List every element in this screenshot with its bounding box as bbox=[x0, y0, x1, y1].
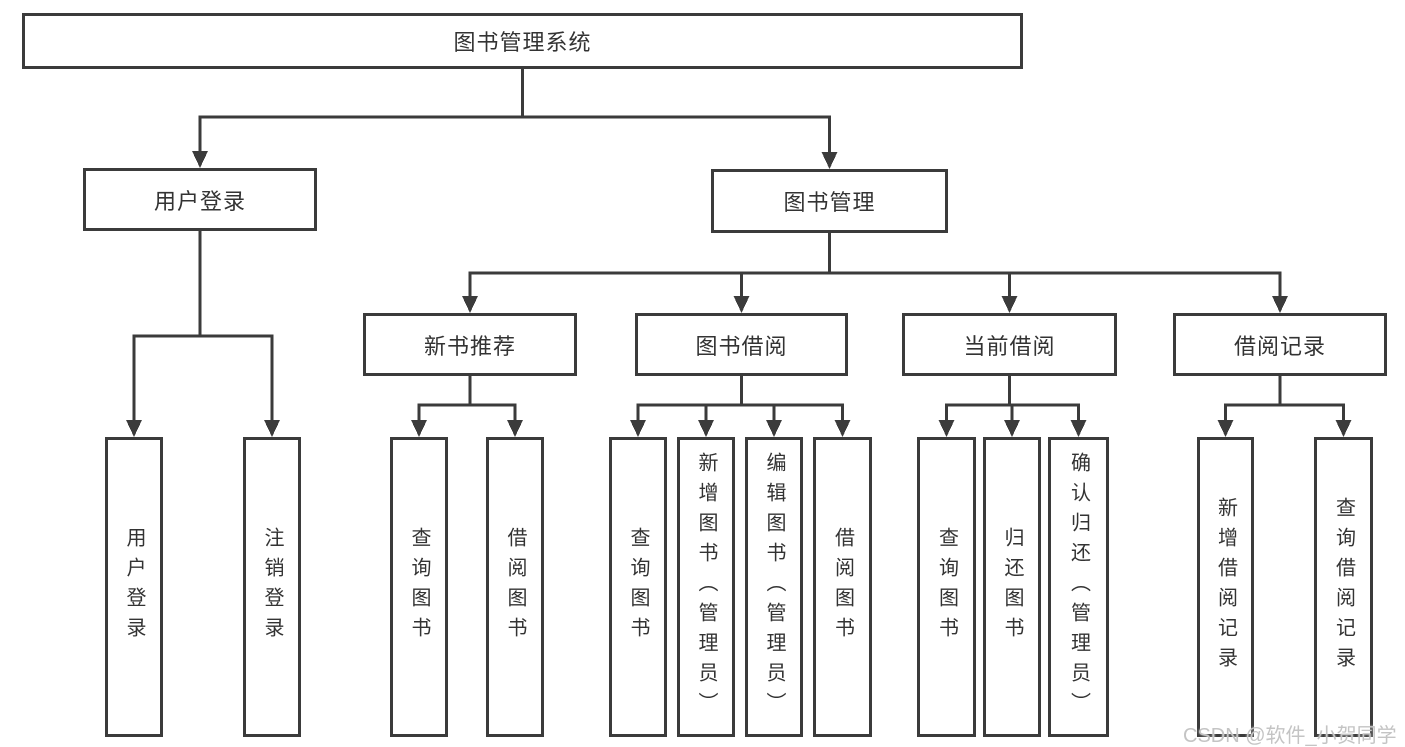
leaf-query-books-recommend: 查询图书 bbox=[390, 437, 448, 737]
leaf-edit-books-admin-label: 编辑图书（管理员） bbox=[763, 452, 785, 722]
leaf-query-borrow-record-label: 查询借阅记录 bbox=[1332, 497, 1355, 677]
leaf-return-books: 归还图书 bbox=[983, 437, 1041, 737]
leaf-query-books-current: 查询图书 bbox=[917, 437, 976, 737]
node-user-login-label: 用户登录 bbox=[153, 188, 246, 214]
leaf-query-books-borrowing-label: 查询图书 bbox=[627, 527, 649, 647]
node-current-borrowing-label: 当前借阅 bbox=[963, 333, 1056, 359]
leaf-query-books-recommend-label: 查询图书 bbox=[408, 527, 430, 647]
node-new-book-recommend-label: 新书推荐 bbox=[423, 333, 516, 359]
leaf-borrow-books-recommend: 借阅图书 bbox=[486, 437, 544, 737]
leaf-add-books-admin: 新增图书（管理员） bbox=[677, 437, 735, 737]
leaf-return-books-label: 归还图书 bbox=[1001, 527, 1023, 647]
node-borrowing-records-label: 借阅记录 bbox=[1233, 333, 1326, 359]
leaf-user-login-label: 用户登录 bbox=[123, 527, 145, 647]
leaf-query-borrow-record: 查询借阅记录 bbox=[1314, 437, 1373, 737]
node-book-borrowing: 图书借阅 bbox=[635, 313, 848, 376]
node-book-management: 图书管理 bbox=[711, 169, 948, 233]
node-library-system-label: 图书管理系统 bbox=[453, 30, 592, 55]
leaf-logout: 注销登录 bbox=[243, 437, 301, 737]
node-user-login: 用户登录 bbox=[83, 168, 317, 231]
leaf-confirm-return-admin: 确认归还（管理员） bbox=[1048, 437, 1109, 737]
leaf-borrow-books-label: 借阅图书 bbox=[831, 527, 854, 647]
csdn-watermark: CSDN @软件_小贺同学 bbox=[1183, 725, 1397, 747]
arrowheads bbox=[126, 151, 1352, 437]
node-library-system: 图书管理系统 bbox=[22, 13, 1023, 69]
leaf-borrow-books: 借阅图书 bbox=[813, 437, 872, 737]
node-current-borrowing: 当前借阅 bbox=[902, 313, 1117, 376]
leaf-query-books-current-label: 查询图书 bbox=[935, 527, 958, 647]
leaf-confirm-return-admin-label: 确认归还（管理员） bbox=[1067, 452, 1090, 722]
leaf-add-borrow-record-label: 新增借阅记录 bbox=[1214, 497, 1237, 677]
leaf-add-books-admin-label: 新增图书（管理员） bbox=[695, 452, 717, 722]
node-book-management-label: 图书管理 bbox=[783, 190, 876, 215]
leaf-edit-books-admin: 编辑图书（管理员） bbox=[745, 437, 803, 737]
node-borrowing-records: 借阅记录 bbox=[1173, 313, 1387, 376]
leaf-query-books-borrowing: 查询图书 bbox=[609, 437, 667, 737]
leaf-logout-label: 注销登录 bbox=[261, 527, 283, 647]
node-book-borrowing-label: 图书借阅 bbox=[695, 333, 788, 359]
leaf-borrow-books-recommend-label: 借阅图书 bbox=[504, 527, 526, 647]
leaf-add-borrow-record: 新增借阅记录 bbox=[1197, 437, 1254, 737]
node-new-book-recommend: 新书推荐 bbox=[363, 313, 577, 376]
leaf-user-login: 用户登录 bbox=[105, 437, 163, 737]
